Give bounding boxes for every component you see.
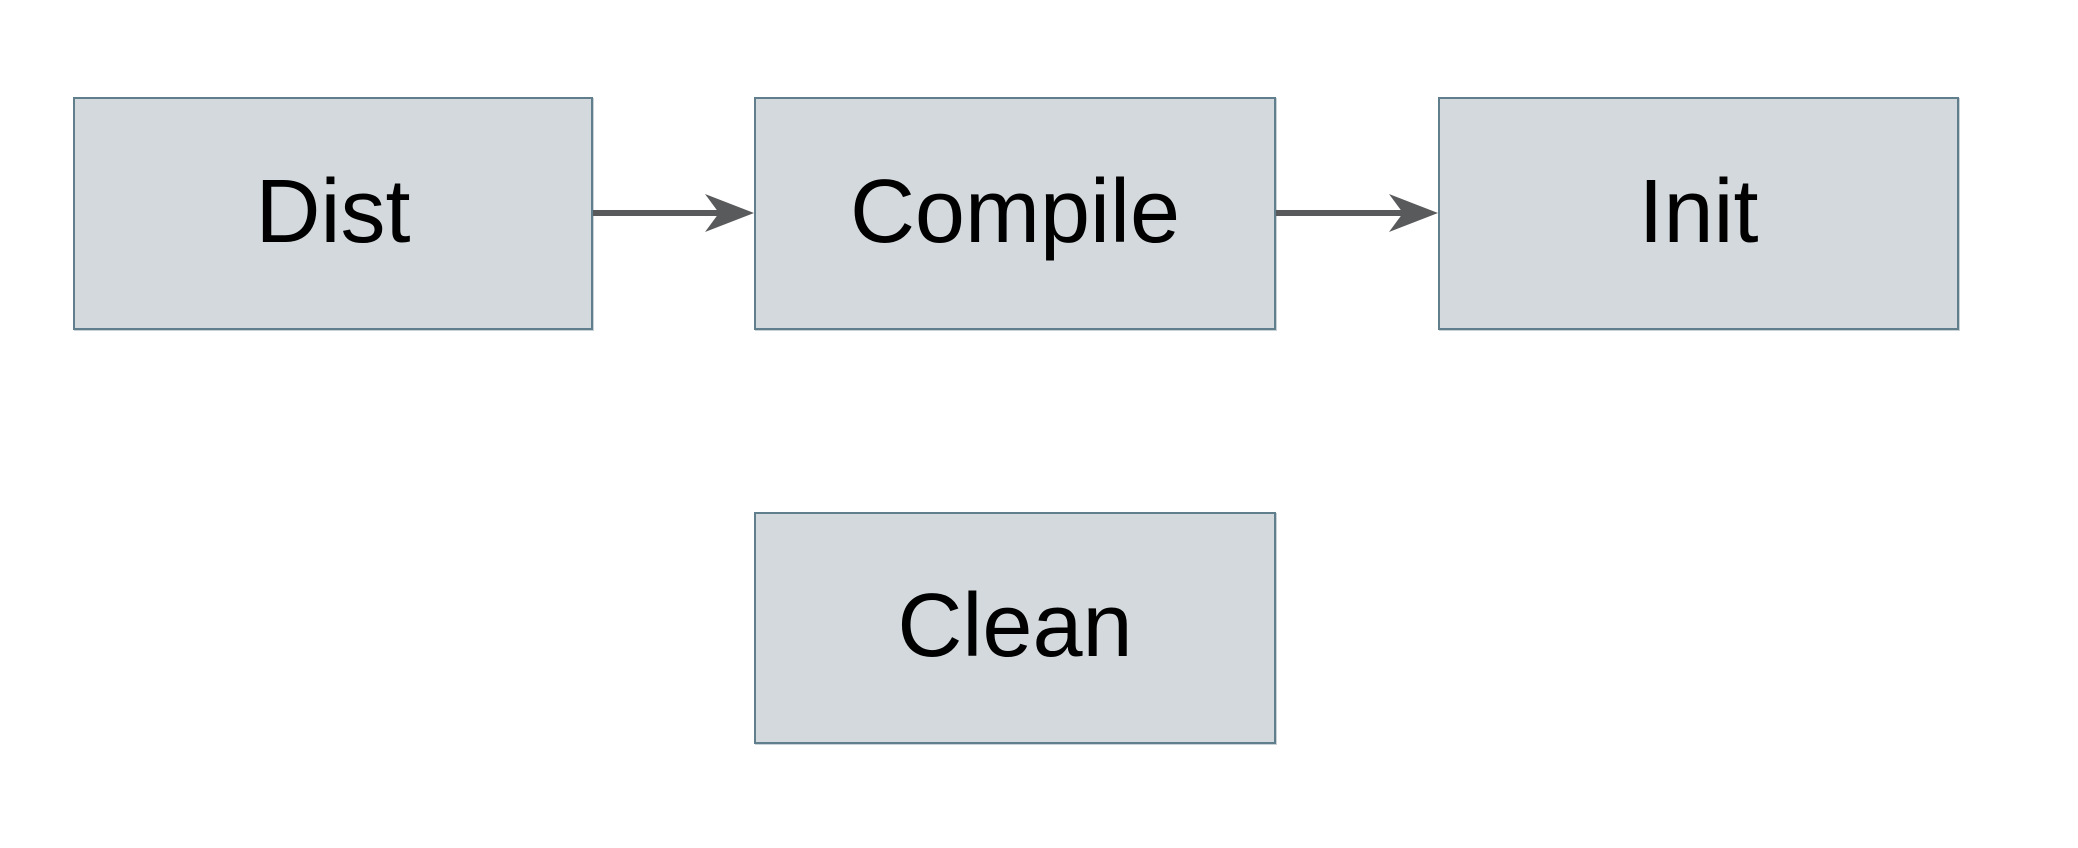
node-init[interactable]: Init — [1438, 97, 1959, 330]
arrow-head-icon — [705, 194, 754, 232]
arrow-compile-to-init[interactable] — [1276, 191, 1438, 235]
node-clean[interactable]: Clean — [754, 512, 1276, 744]
node-init-label: Init — [1638, 161, 1759, 262]
node-compile-label: Compile — [849, 161, 1181, 262]
node-dist[interactable]: Dist — [73, 97, 593, 330]
arrow-head-icon — [1389, 194, 1438, 232]
node-dist-label: Dist — [255, 161, 411, 262]
node-clean-label: Clean — [897, 576, 1133, 676]
node-compile[interactable]: Compile — [754, 97, 1276, 330]
arrow-dist-to-compile[interactable] — [593, 191, 754, 235]
